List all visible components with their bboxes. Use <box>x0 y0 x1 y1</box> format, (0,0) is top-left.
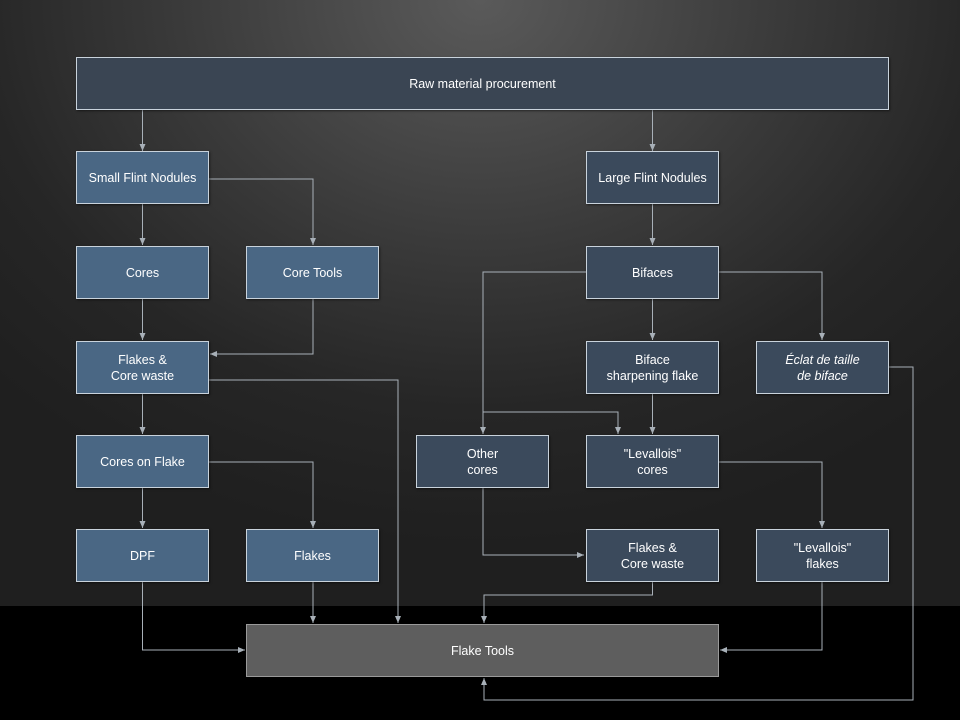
edge-flakeswaste-right-to-flaketools <box>481 582 653 623</box>
node-biface-sharpening-flake: Biface sharpening flake <box>586 341 719 394</box>
node-cores: Cores <box>76 246 209 299</box>
edge-levallois-to-levalloisflakes <box>718 461 825 528</box>
node-core-tools: Core Tools <box>246 246 379 299</box>
edge-flakeswaste-to-flaketools <box>208 379 401 623</box>
node-bifaces: Bifaces <box>586 246 719 299</box>
edge-bifaces-to-eclat <box>718 271 825 340</box>
node-raw-material: Raw material procurement <box>76 57 889 110</box>
edge-coresonflake-to-flakes <box>208 461 316 528</box>
node-flakes-core-waste-left: Flakes & Core waste <box>76 341 209 394</box>
edge-bifaces-to-othercores <box>480 271 586 434</box>
node-flakes-core-waste-right: Flakes & Core waste <box>586 529 719 582</box>
edge-levalloisflakes-to-flaketools <box>720 582 823 653</box>
node-levallois-cores: "Levallois" cores <box>586 435 719 488</box>
node-eclat-de-taille: Éclat de taille de biface <box>756 341 889 394</box>
node-other-cores: Other cores <box>416 435 549 488</box>
edge-small-to-coretools <box>208 178 316 245</box>
node-cores-on-flake: Cores on Flake <box>76 435 209 488</box>
node-small-flint-nodules: Small Flint Nodules <box>76 151 209 204</box>
node-levallois-flakes: "Levallois" flakes <box>756 529 889 582</box>
node-dpf: DPF <box>76 529 209 582</box>
edge-coretools-to-flakeswaste <box>210 299 314 357</box>
edge-dpf-to-flaketools <box>142 582 245 653</box>
node-flake-tools: Flake Tools <box>246 624 719 677</box>
edge-othercores-to-flakeswaste <box>482 488 584 558</box>
edge-branch-to-levallois <box>483 411 621 434</box>
node-flakes: Flakes <box>246 529 379 582</box>
edge-eclat-to-flaketools <box>481 366 914 701</box>
node-large-flint-nodules: Large Flint Nodules <box>586 151 719 204</box>
